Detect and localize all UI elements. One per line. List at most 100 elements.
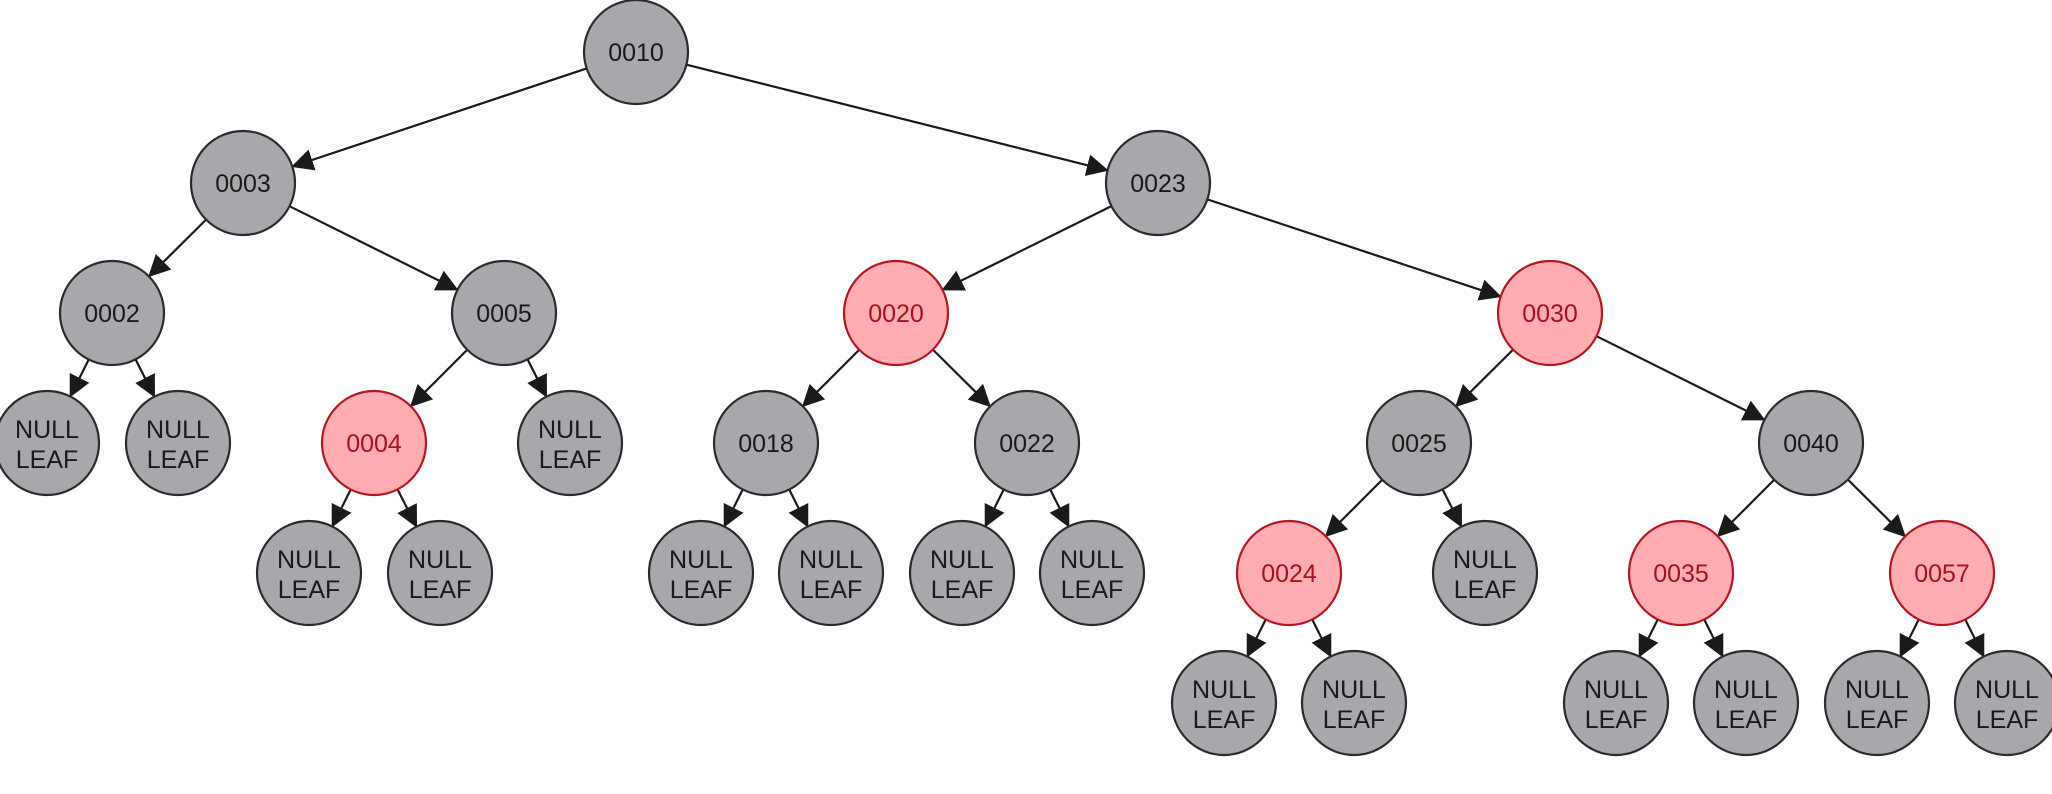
black-node: 0010 [582, 0, 690, 106]
node-label: 0023 [1130, 170, 1186, 198]
node-circle [320, 389, 428, 497]
edge-n30-n40 [1596, 335, 1766, 421]
black-node: 0025 [1365, 389, 1473, 497]
leaf-label-line1: NULL [1192, 676, 1256, 704]
leaf-label-line2: LEAF [16, 446, 79, 474]
node-label: 0030 [1522, 300, 1578, 328]
node-circle [1823, 649, 1931, 757]
edge-n22-l8 [984, 489, 1005, 528]
edge-n24-l11 [1246, 619, 1267, 658]
edge-n57-l15 [1899, 619, 1920, 658]
node-label: 0040 [1783, 430, 1839, 458]
edge-n25-l10 [1441, 488, 1463, 528]
node-label: 0035 [1653, 560, 1709, 588]
leaf-label-line1: NULL [669, 546, 733, 574]
leaf-label-line1: NULL [799, 546, 863, 574]
edge-n25-n24 [1324, 478, 1384, 538]
node-circle [1888, 519, 1996, 627]
leaf-label-line2: LEAF [147, 446, 210, 474]
node-circle [582, 0, 690, 106]
edge-n40-n35 [1716, 478, 1776, 538]
node-label: 0020 [868, 300, 924, 328]
node-circle [712, 389, 820, 497]
red-node: 0030 [1496, 259, 1604, 367]
node-circle [908, 519, 1016, 627]
node-circle [58, 259, 166, 367]
node-circle [973, 389, 1081, 497]
leaf-label-line2: LEAF [539, 446, 602, 474]
edge-n3-n5 [289, 205, 459, 291]
node-circle [450, 259, 558, 367]
node-circle [1170, 649, 1278, 757]
node-label: 0010 [608, 39, 664, 67]
edge-n3-n2 [148, 218, 207, 278]
leaf-label-line2: LEAF [670, 576, 733, 604]
node-label: 0002 [84, 300, 140, 328]
leaf-label-line2: LEAF [1061, 576, 1124, 604]
edge-n23-n20 [941, 205, 1112, 291]
black-node: 0022 [973, 389, 1081, 497]
edge-n35-l13 [1638, 619, 1659, 658]
leaf-label-line2: LEAF [1715, 706, 1778, 734]
leaf-label-line2: LEAF [409, 576, 472, 604]
edge-n22-l9 [1049, 489, 1070, 528]
edge-n10-n23 [686, 63, 1109, 176]
node-circle [124, 389, 232, 497]
edge-n5-n4 [409, 348, 469, 408]
leaf-label-line1: NULL [277, 546, 341, 574]
leaf-label-line1: NULL [146, 416, 210, 444]
node-circle [255, 519, 363, 627]
node-circle [1365, 389, 1473, 497]
leaf-label-line2: LEAF [1193, 706, 1256, 734]
red-node: 0020 [842, 259, 950, 367]
edge-n4-l4 [331, 489, 352, 528]
leaf-label-line2: LEAF [1454, 576, 1517, 604]
black-node: 0005 [450, 259, 558, 367]
node-circle [1562, 649, 1670, 757]
leaf-label-line2: LEAF [1846, 706, 1909, 734]
node-circle [1104, 129, 1212, 237]
edge-n40-n57 [1847, 478, 1906, 538]
edge-n23-n30 [1207, 198, 1502, 301]
leaf-label-line1: NULL [538, 416, 602, 444]
node-circle [1496, 259, 1604, 367]
black-node: 0023 [1104, 129, 1212, 237]
node-circle [516, 389, 624, 497]
leaf-label-line2: LEAF [278, 576, 341, 604]
node-label: 0022 [999, 430, 1055, 458]
leaf-label-line1: NULL [1714, 676, 1778, 704]
leaf-label-line2: LEAF [1323, 706, 1386, 734]
node-circle [386, 519, 494, 627]
edge-n24-l12 [1311, 619, 1332, 658]
red-node: 0024 [1235, 519, 1343, 627]
leaf-label-line1: NULL [1584, 676, 1648, 704]
node-circle [1300, 649, 1408, 757]
node-circle [1235, 519, 1343, 627]
leaf-label-line2: LEAF [800, 576, 863, 604]
black-node: 0003 [189, 129, 297, 237]
edge-n10-n3 [291, 67, 588, 171]
red-node: 0057 [1888, 519, 1996, 627]
node-circle [0, 389, 101, 497]
node-circle [1038, 519, 1146, 627]
node-label: 0025 [1391, 430, 1447, 458]
node-circle [1431, 519, 1539, 627]
edge-n20-n22 [932, 348, 991, 408]
node-circle [1953, 649, 2052, 757]
black-node: 0002 [58, 259, 166, 367]
node-label: 0024 [1261, 560, 1317, 588]
node-circle [1692, 649, 1800, 757]
